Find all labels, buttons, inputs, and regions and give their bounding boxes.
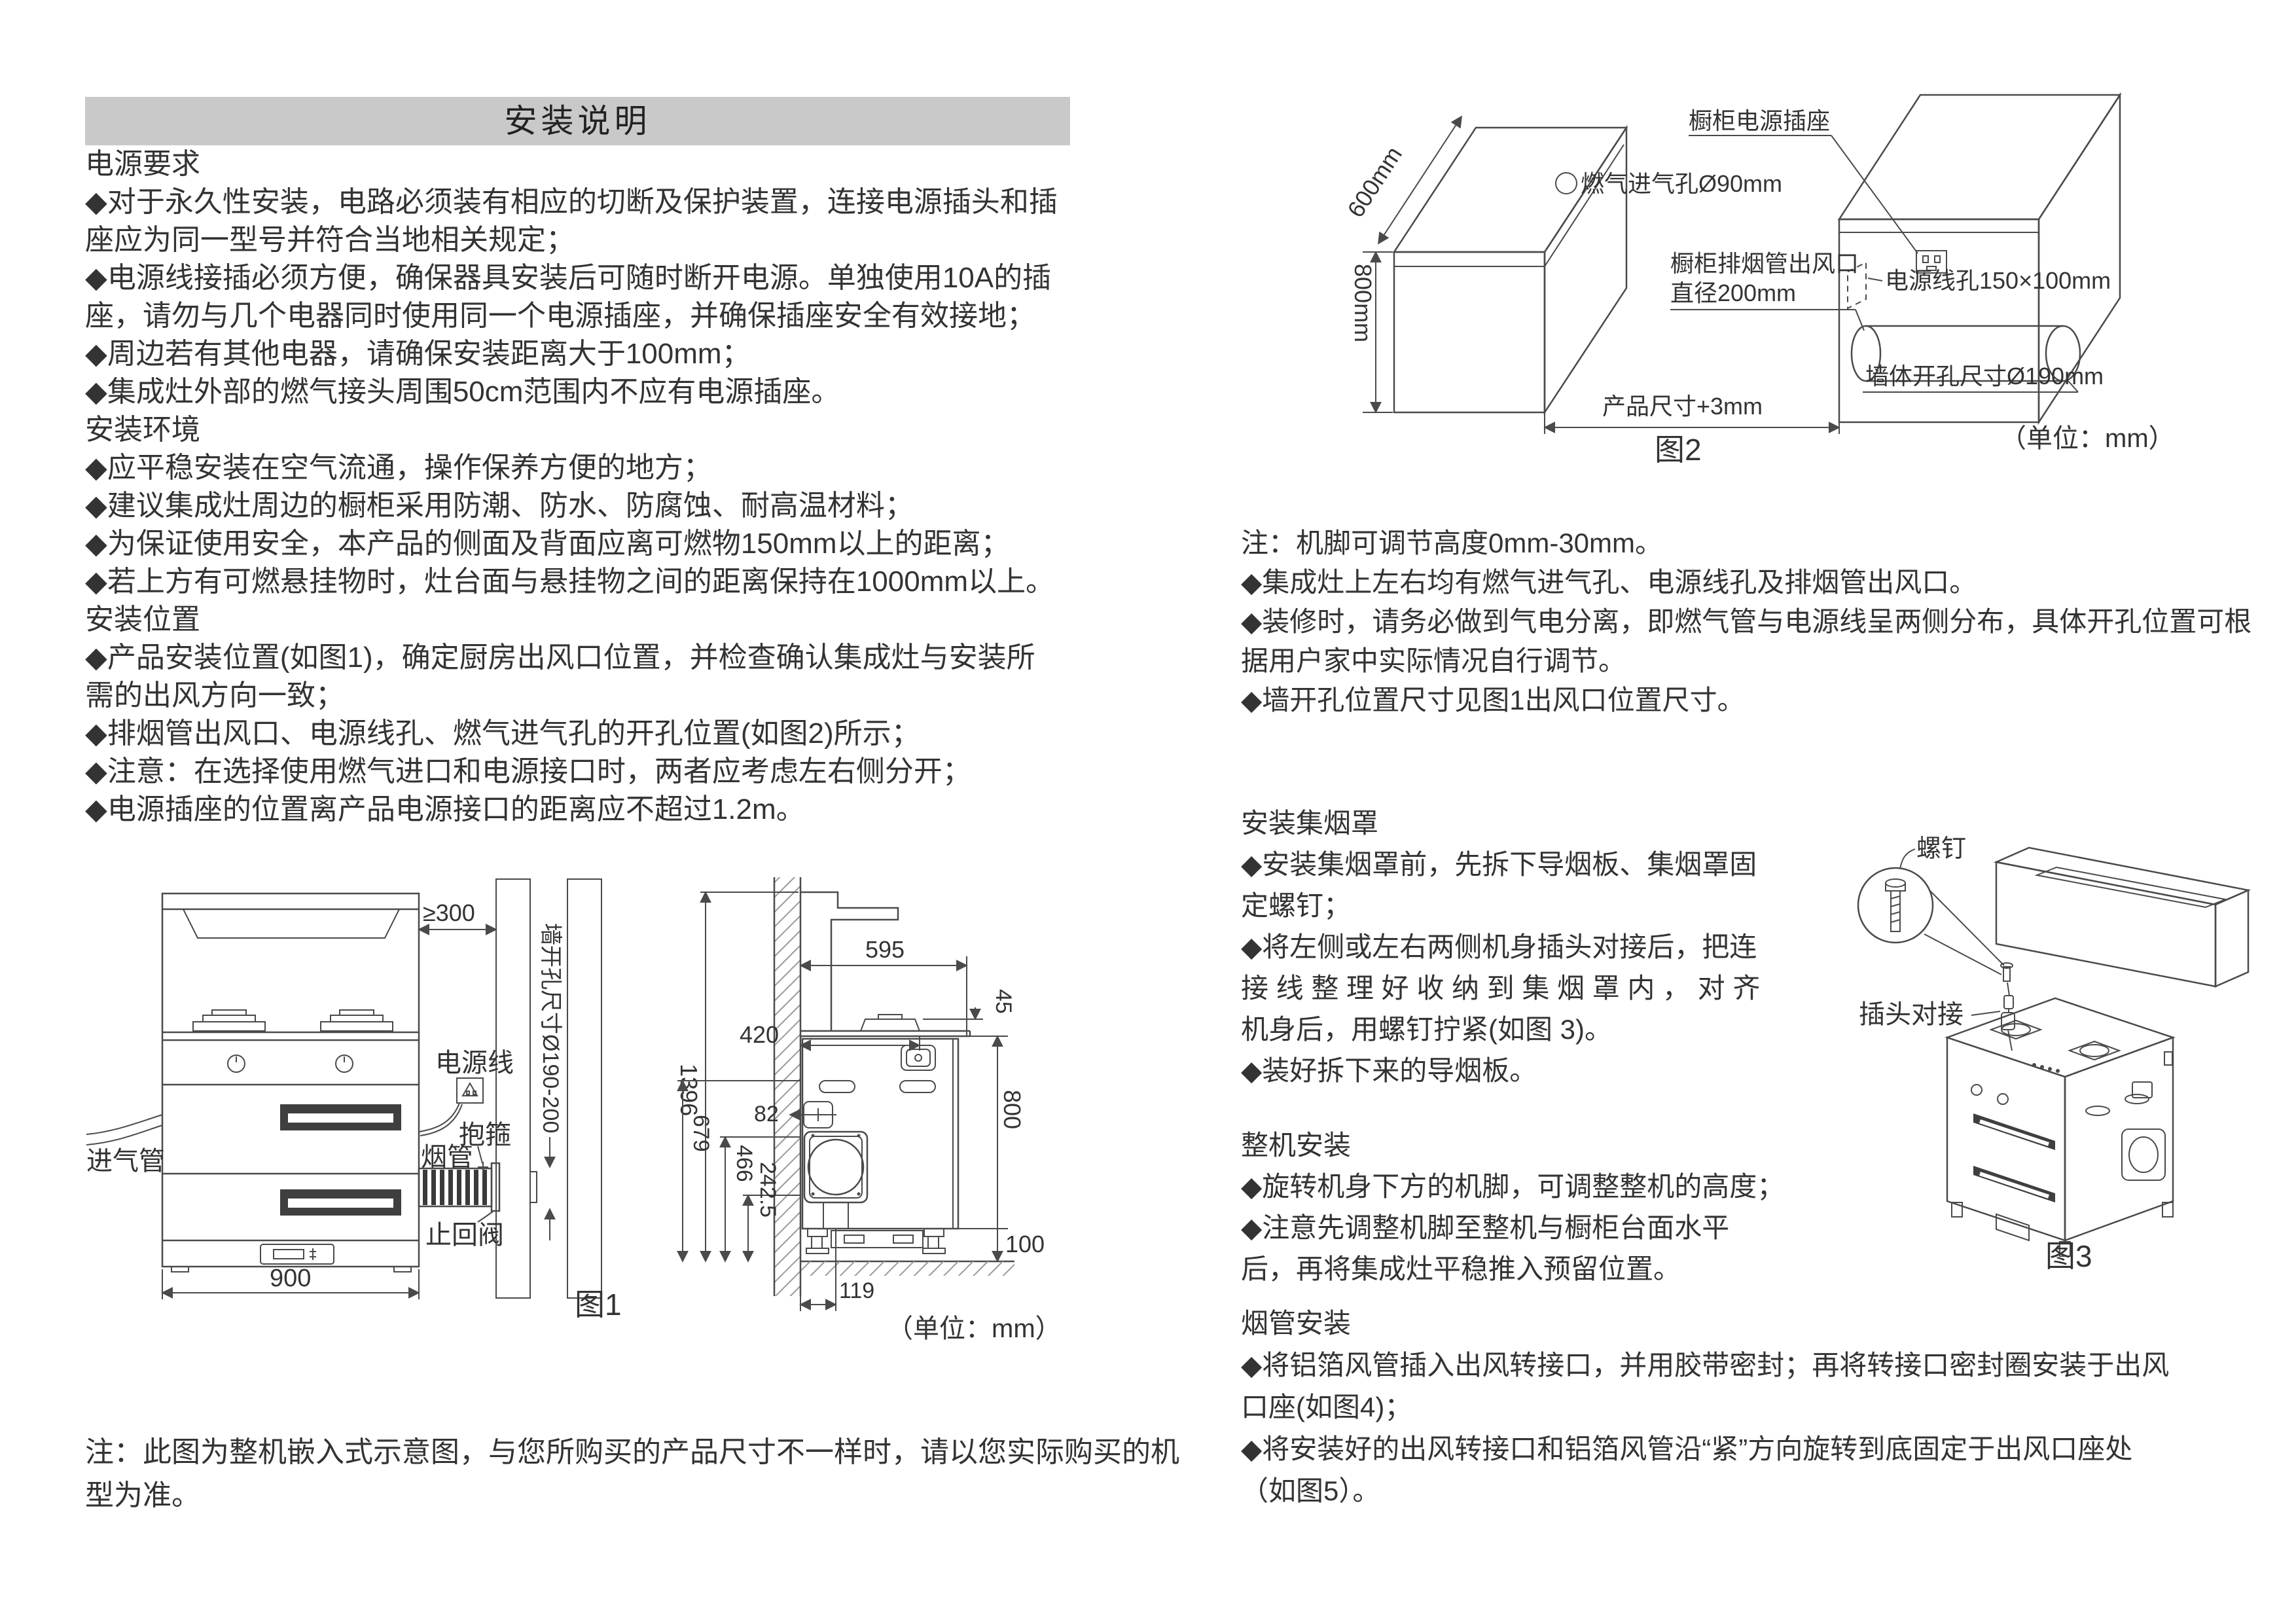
hood-install-block: 安装集烟罩 ◆安装集烟罩前，先拆下导烟板、集烟罩固 定螺钉； ◆将左侧或左右两侧… — [1241, 803, 1760, 1091]
right-column-note-block: 注：机脚可调节高度0mm-30mm。 ◆集成灶上左右均有燃气进气孔、电源线孔及排… — [1241, 524, 2251, 720]
fig2-unit-note: （单位：mm） — [2000, 424, 2175, 453]
text-line: ◆若上方有可燃悬挂物时，灶台面与悬挂物之间的距离保持在1000mm以上。 — [85, 566, 1055, 598]
fig1-caption: 图1 — [575, 1288, 622, 1322]
fig2-dim-600: 600mm — [1342, 141, 1407, 222]
figure3-hood-assembly-diagram: 螺钉 插头对接 — [1857, 835, 2251, 1273]
fig3-screw-detail: 螺钉 — [1857, 835, 2005, 975]
fig1-dim-595: 595 — [865, 936, 905, 963]
text-line: 口座(如图4)； — [1241, 1392, 1412, 1422]
fig3-label-plug: 插头对接 — [1859, 1000, 1964, 1029]
text-line: 需的出风方向一致； — [85, 679, 344, 712]
text-line: ◆将左侧或左右两侧机身插头对接后，把连 — [1241, 931, 1757, 962]
duct-install-block: 烟管安装 ◆将铝箔风管插入出风转接口，并用胶带密封；再将转接口密封圈安装于出风 … — [1241, 1303, 2169, 1512]
text-line: ◆注意：在选择使用燃气进口和电源接口时，两者应考虑左右侧分开； — [85, 755, 971, 787]
text-line: 安装环境 — [85, 414, 200, 446]
fig1-label-clamp: 抱箍 — [459, 1121, 511, 1149]
fig3-hood — [1993, 846, 2251, 988]
text-line: 座，请勿与几个电器同时使用同一个电源插座，并确保插座安全有效接地； — [85, 300, 1035, 332]
text-line: 后，再将集成灶平稳推入预留位置。 — [1241, 1254, 1681, 1284]
fig2-left-cabinet: 600mm 800mm — [1342, 115, 1628, 416]
text-line: 电源要求 — [85, 148, 200, 180]
fig1-front-view: 900 进气管 ≥300 墙开孔尺寸Ø190-200 电源线 — [86, 878, 622, 1322]
fig3-label-screw: 螺钉 — [1916, 835, 1966, 863]
text-line: 机身后，用螺钉拧紧(如图 3)。 — [1241, 1014, 1613, 1045]
fig1-label-check-valve: 止回阀 — [425, 1221, 504, 1250]
text-line: ◆将安装好的出风转接口和铝箔风管沿“紧”方向旋转到底固定于出风口座处 — [1241, 1434, 2133, 1464]
text-line: ◆电源线接插必须方便，确保器具安装后可随时断开电源。单独使用10A的插 — [85, 262, 1052, 294]
text-line: 安装集烟罩 — [1241, 808, 1379, 839]
fig1-label-gas-inlet: 进气管 — [86, 1147, 165, 1176]
text-line: 接 线 整 理 好 收 纳 到 集 烟 罩 内 ， 对 齐 — [1241, 973, 1761, 1003]
fig1-label-duct: 烟管 — [421, 1143, 473, 1172]
text-line: （如图5）。 — [1241, 1475, 1380, 1506]
text-line: 烟管安装 — [1241, 1308, 1352, 1339]
fig1-dim-800: 800 — [999, 1090, 1026, 1129]
text-line: ◆周边若有其他电器，请确保安装距离大于100mm； — [85, 338, 751, 370]
text-line: ◆为保证使用安全，本产品的侧面及背面应离可燃物150mm以上的距离； — [85, 528, 1010, 560]
fig1-dim-45: 45 — [991, 989, 1016, 1014]
text-line: 座应为同一型号并符合当地相关规定； — [85, 224, 575, 256]
text-line: ◆安装集烟罩前，先拆下导烟板、集烟罩固 — [1241, 849, 1757, 880]
fig3-caption: 图3 — [2045, 1239, 2092, 1273]
fig1-dim-100: 100 — [1005, 1231, 1045, 1257]
fig2-label-duct-outlet-2: 直径200mm — [1670, 280, 1796, 306]
fig1-dim-1396: 1396 — [675, 1064, 702, 1116]
text-line: 安装位置 — [85, 604, 200, 636]
bottom-note: 注：此图为整机嵌入式示意图，与您所购买的产品尺寸不一样时，请以您实际购买的机 型… — [85, 1431, 1179, 1517]
fig1-side-view: 595 45 420 — [675, 877, 1062, 1343]
text-line: 注：此图为整机嵌入式示意图，与您所购买的产品尺寸不一样时，请以您实际购买的机 — [85, 1436, 1179, 1468]
text-line: ◆装修时，请务必做到气电分离，即燃气管与电源线呈两侧分布，具体开孔位置可根 — [1241, 606, 2252, 637]
fig1-dim-466: 466 — [732, 1145, 757, 1182]
text-line: ◆对于永久性安装，电路必须装有相应的切断及保护装置，连接电源插头和插 — [85, 186, 1058, 218]
text-line: 整机安装 — [1241, 1130, 1352, 1161]
fig1-dim-82: 82 — [754, 1102, 779, 1127]
fig2-caption: 图2 — [1655, 433, 1702, 467]
fig2-dim-product: 产品尺寸+3mm — [1602, 393, 1763, 420]
text-line: ◆墙开孔位置尺寸见图1出风口位置尺寸。 — [1241, 685, 1745, 715]
fig2-label-gas-hole: 燃气进气孔Ø90mm — [1581, 170, 1782, 197]
fig1-dim-679: 679 — [689, 1115, 713, 1152]
fig1-dim-420: 420 — [740, 1021, 779, 1048]
text-line: ◆集成灶外部的燃气接头周围50cm范围内不应有电源插座。 — [85, 376, 840, 408]
fig2-label-cabinet-socket: 橱柜电源插座 — [1689, 107, 1830, 134]
fig3-stove — [1945, 997, 2176, 1257]
fig3-screw-and-plug: 插头对接 — [1859, 962, 2015, 1051]
text-line: 注：机脚可调节高度0mm-30mm。 — [1241, 528, 1663, 558]
text-line: 定螺钉； — [1241, 890, 1352, 921]
figure2-cabinet-cutout-diagram: 600mm 800mm 燃气进气孔Ø90mm — [1342, 92, 2175, 467]
fig2-label-cord-hole: 电源线孔150×100mm — [1885, 267, 2111, 294]
fig1-dim-2425: 242.5 — [755, 1162, 780, 1218]
text-line: ◆集成灶上左右均有燃气进气孔、电源线孔及排烟管出风口。 — [1241, 567, 1977, 598]
text-line: ◆应平稳安装在空气流通，操作保养方便的地方； — [85, 452, 712, 484]
text-line: ◆建议集成灶周边的橱柜采用防潮、防水、防腐蚀、耐高温材料； — [85, 490, 914, 522]
fig1-dim-900: 900 — [270, 1265, 311, 1292]
fig2-dim-800: 800mm — [1350, 264, 1376, 342]
text-line: ◆装好拆下来的导烟板。 — [1241, 1055, 1537, 1086]
text-line: ◆电源插座的位置离产品电源接口的距离应不超过1.2m。 — [85, 793, 805, 825]
fig1-unit-note: （单位：mm） — [887, 1314, 1062, 1343]
title-bar: 安装说明 — [85, 97, 1070, 145]
figure1-installation-diagram: 900 进气管 ≥300 墙开孔尺寸Ø190-200 电源线 — [86, 877, 1062, 1343]
fig2-right-cabinet — [1837, 92, 2122, 425]
fig1-label-power-cord: 电源线 — [435, 1049, 514, 1077]
fig2-label-wall-hole: 墙体开孔尺寸Ø190mm — [1865, 363, 2104, 389]
text-line: ◆将铝箔风管插入出风转接口，并用胶带密封；再将转接口密封圈安装于出风 — [1241, 1350, 2170, 1380]
fig2-label-duct-outlet-1: 橱柜排烟管出风口 — [1670, 250, 1859, 277]
text-line: 据用户家中实际情况自行调节。 — [1241, 645, 1626, 676]
text-line: 型为准。 — [85, 1479, 200, 1511]
text-line: ◆注意先调整机脚至整机与橱柜台面水平 — [1241, 1212, 1730, 1243]
fig1-label-wall-hole: 墙开孔尺寸Ø190-200 — [538, 923, 563, 1133]
whole-machine-install-block: 整机安装 ◆旋转机身下方的机脚，可调整整机的高度； ◆注意先调整机脚至整机与橱柜… — [1241, 1125, 1784, 1290]
left-column-text: 电源要求 ◆对于永久性安装，电路必须装有相应的切断及保护装置，连接电源插头和插 … — [85, 145, 1058, 829]
fig1-dim-gap: ≥300 — [423, 899, 475, 926]
text-line: ◆排烟管出风口、电源线孔、燃气进气孔的开孔位置(如图2)所示； — [85, 717, 920, 749]
text-line: ◆产品安装位置(如图1)，确定厨房出风口位置，并检查确认集成灶与安装所 — [85, 641, 1035, 674]
fig1-dim-119: 119 — [839, 1278, 874, 1303]
text-line: ◆旋转机身下方的机脚，可调整整机的高度； — [1241, 1171, 1785, 1202]
page-title: 安装说明 — [504, 103, 651, 139]
